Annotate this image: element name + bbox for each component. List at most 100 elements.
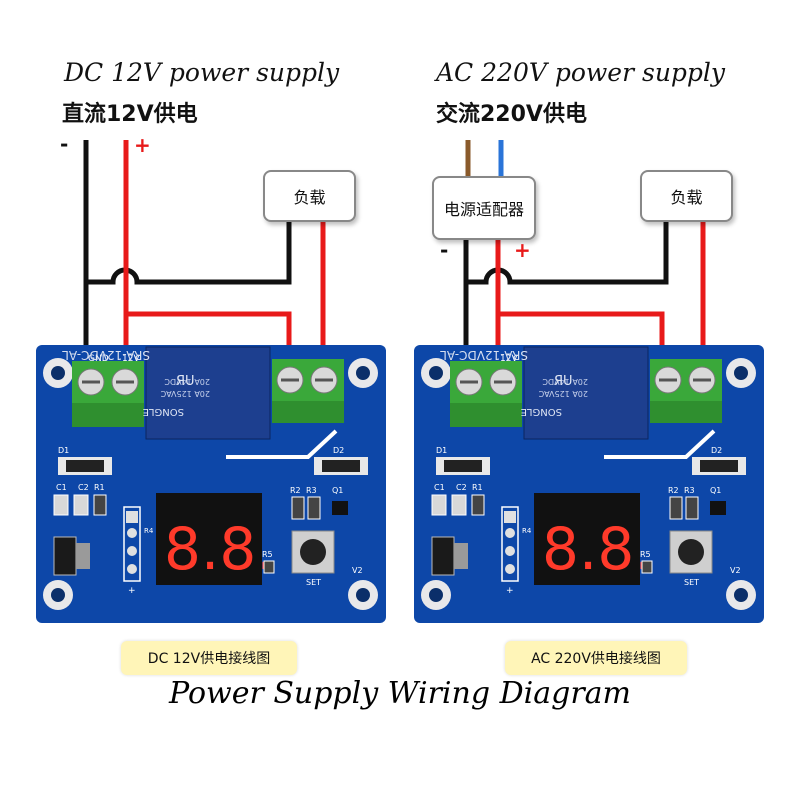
right-white-trace <box>604 429 716 459</box>
left-r1-label: R1 <box>94 483 105 492</box>
left-title-zh: 直流12V供电 <box>62 102 198 127</box>
left-load-label: 负载 <box>293 188 326 207</box>
right-relay-brand: SONGLE <box>521 406 562 417</box>
left-q1 <box>332 501 348 515</box>
right-r3-label: R3 <box>684 486 695 495</box>
right-plus-sign: + <box>514 238 531 262</box>
left-c1-label: C1 <box>56 483 67 492</box>
right-minus-sign: - <box>440 238 449 262</box>
right-r5 <box>641 560 653 574</box>
left-r3-label: R3 <box>306 486 317 495</box>
right-title-en: AC 220V power supply <box>436 58 726 87</box>
left-relay-rating-1: 20A 14VDC <box>164 377 210 386</box>
right-relay-rating-1: 20A 14VDC <box>542 377 588 386</box>
left-header-pins <box>123 506 141 582</box>
left-relay-model: SRA-12VDC-AL <box>62 348 150 362</box>
right-v2-label: V2 <box>730 566 741 575</box>
right-q1-label: Q1 <box>710 486 721 495</box>
left-r3 <box>307 496 321 520</box>
right-relay-model: SRA-12VDC-AL <box>440 348 528 362</box>
right-load-box: 负载 <box>640 170 733 222</box>
left-set-button[interactable] <box>291 530 335 574</box>
left-r4-label: R4 <box>144 527 154 535</box>
left-white-trace <box>226 429 338 459</box>
left-display-digits: 8.8. <box>164 515 275 583</box>
left-black-wire-load <box>86 222 292 285</box>
left-c1 <box>53 494 69 516</box>
right-mount-hole-br <box>726 580 756 610</box>
right-7seg-display: 8.8. <box>534 493 653 585</box>
right-wiring <box>463 140 706 358</box>
left-caption: DC 12V供电接线图 <box>121 641 297 675</box>
footer-title: Power Supply Wiring Diagram <box>168 676 631 711</box>
right-d2-label: D2 <box>711 446 722 455</box>
left-d1-label: D1 <box>58 446 69 455</box>
right-c1 <box>431 494 447 516</box>
left-mount-hole-br <box>348 580 378 610</box>
left-regulator <box>53 536 90 576</box>
right-relay: SRA-12VDC-AL 20A 14VDC 20A 125VAC ЯU SON… <box>440 346 649 440</box>
left-r2-label: R2 <box>290 486 301 495</box>
right-d1-label: D1 <box>436 446 447 455</box>
right-set-button[interactable] <box>669 530 713 574</box>
left-relay-rating-2: 20A 125VAC <box>160 389 210 398</box>
left-relay-ul-mark: ЯU <box>176 374 195 389</box>
right-mount-hole-tl <box>421 358 451 388</box>
right-mount-hole-bl <box>421 580 451 610</box>
left-minus-sign: - <box>60 132 69 156</box>
right-pin-plus: + <box>506 586 514 596</box>
left-pin-plus: + <box>128 586 136 596</box>
left-mount-hole-tl <box>43 358 73 388</box>
right-r3 <box>685 496 699 520</box>
left-gnd-label: GND <box>88 354 109 364</box>
right-r2 <box>669 496 683 520</box>
left-r5 <box>263 560 275 574</box>
left-relay-brand: SONGLE <box>143 406 184 417</box>
right-vin-label: 12V <box>500 354 518 364</box>
left-title-en: DC 12V power supply <box>64 58 340 87</box>
right-power-terminal <box>450 361 522 427</box>
left-mount-hole-tr <box>348 358 378 388</box>
right-q1 <box>710 501 726 515</box>
left-plus-sign: + <box>134 133 151 157</box>
right-r1 <box>471 494 485 516</box>
left-load-terminal <box>272 359 344 423</box>
left-r1 <box>93 494 107 516</box>
left-r2 <box>291 496 305 520</box>
right-set-label: SET <box>684 578 699 587</box>
right-pcb: 12V SRA-12VDC-AL 20A 14VDC 20A 125VAC ЯU… <box>414 345 764 623</box>
left-set-label: SET <box>306 578 321 587</box>
left-mount-hole-bl <box>43 580 73 610</box>
left-d2-label: D2 <box>333 446 344 455</box>
left-7seg-display: 8.8. <box>156 493 275 585</box>
left-load-box: 负载 <box>263 170 356 222</box>
right-adapter-box: 电源适配器 <box>432 176 536 240</box>
right-r1-label: R1 <box>472 483 483 492</box>
left-wiring <box>83 140 326 358</box>
right-regulator <box>431 536 468 576</box>
right-load-terminal <box>650 359 722 423</box>
left-r5-label: R5 <box>262 550 273 559</box>
left-c2-label: C2 <box>78 483 89 492</box>
right-relay-ul-mark: ЯU <box>554 374 573 389</box>
right-display-digits: 8.8. <box>542 515 653 583</box>
left-v2-label: V2 <box>352 566 363 575</box>
left-red-wire-relay <box>126 311 292 358</box>
right-red-wire-relay <box>498 311 665 358</box>
left-q1-label: Q1 <box>332 486 343 495</box>
right-r4-label: R4 <box>522 527 532 535</box>
right-c2-label: C2 <box>456 483 467 492</box>
right-title-zh: 交流220V供电 <box>436 102 587 127</box>
right-c2 <box>451 494 467 516</box>
left-power-terminal <box>72 361 144 427</box>
left-c2 <box>73 494 89 516</box>
right-c1-label: C1 <box>434 483 445 492</box>
right-relay-rating-2: 20A 125VAC <box>538 389 588 398</box>
right-caption: AC 220V供电接线图 <box>505 641 687 675</box>
left-relay: SRA-12VDC-AL 20A 14VDC 20A 125VAC ЯU SON… <box>62 346 271 440</box>
right-adapter-label: 电源适配器 <box>443 200 524 219</box>
left-pcb: GND 12V SRA-12VDC-AL 20A 14VDC 20A 125VA… <box>36 345 386 623</box>
right-r2-label: R2 <box>668 486 679 495</box>
right-mount-hole-tr <box>726 358 756 388</box>
right-header-pins <box>501 506 519 582</box>
